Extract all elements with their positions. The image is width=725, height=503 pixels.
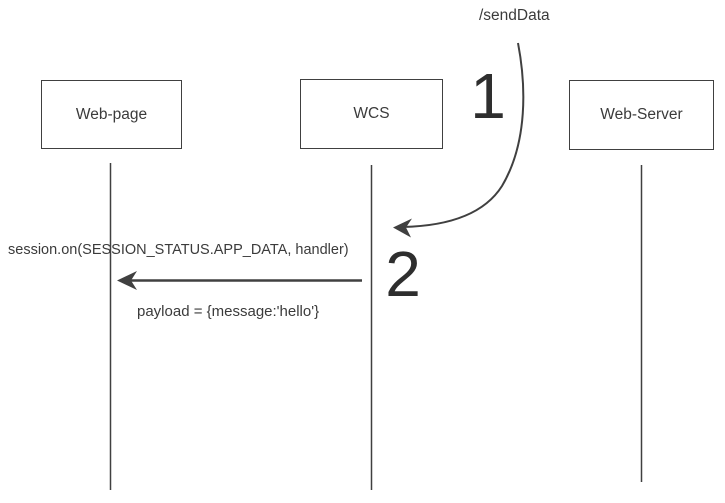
actor-box-web-page: Web-page xyxy=(41,80,182,149)
actor-box-web-server: Web-Server xyxy=(569,80,714,150)
payload-label: payload = {message:'hello'} xyxy=(137,303,320,320)
message-2-arrowhead-icon xyxy=(117,271,137,290)
session-handler-code-label: session.on(SESSION_STATUS.APP_DATA, hand… xyxy=(8,242,349,258)
actor-label-web-server: Web-Server xyxy=(600,106,683,123)
actor-box-wcs: WCS xyxy=(300,79,443,149)
message-1-curve xyxy=(402,42,525,228)
message-1-arrowhead-icon xyxy=(393,218,412,238)
senddata-endpoint-label: /sendData xyxy=(479,7,550,24)
step-number-1: 1 xyxy=(470,60,506,132)
step-number-2: 2 xyxy=(385,238,421,310)
actor-label-wcs: WCS xyxy=(353,105,390,122)
actor-label-web-page: Web-page xyxy=(75,105,148,123)
